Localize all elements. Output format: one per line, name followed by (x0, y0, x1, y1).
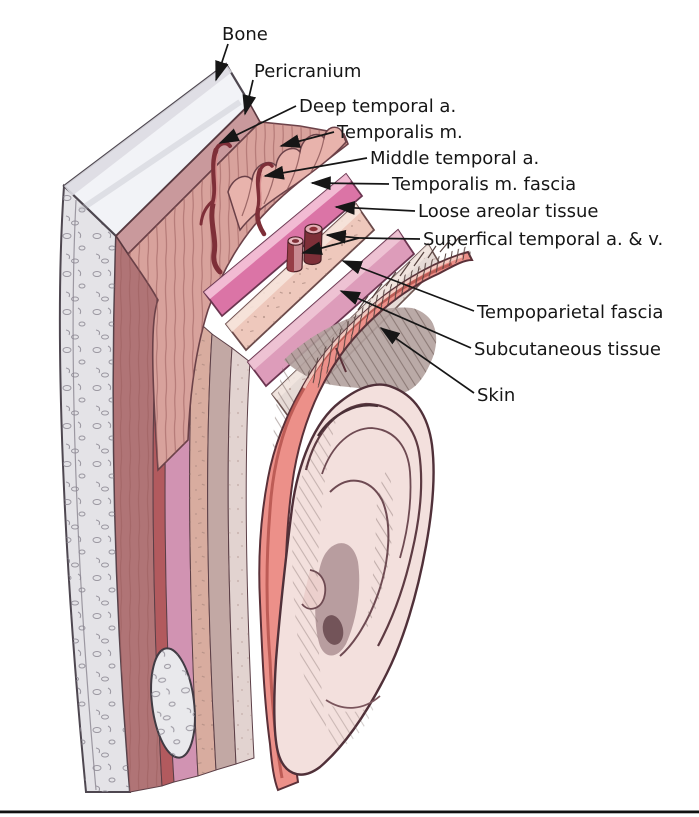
deep-temporal-artery-main (209, 147, 223, 275)
temporalis-fascia-face (202, 172, 364, 318)
leader-tempoparietal-fascia (341, 260, 475, 312)
skin-hair-fringe (306, 246, 472, 388)
leader-skin (379, 327, 475, 394)
ear-lobe-shading (328, 702, 376, 750)
middle-temporal-artery-vessel (255, 162, 274, 237)
deep-temporal-artery-highlight (214, 153, 219, 205)
ear-helix-inner-edge (321, 427, 412, 559)
middle-temporal-artery-hook (258, 162, 274, 172)
leader-bone (215, 43, 229, 82)
stripe-muscle-fibers (113, 236, 162, 792)
bone-shaft-column (58, 183, 132, 793)
ear-scapha-shading (364, 468, 394, 634)
leader-middle-temporal-artery (263, 157, 368, 180)
label-subcutaneous: Subcutaneous tissue (474, 339, 661, 360)
bone-shaft-inner-edge (72, 199, 97, 791)
ear-group (273, 383, 435, 776)
leader-temporalis-muscle (279, 131, 335, 148)
vessel-tube-front-lumen (291, 239, 300, 243)
vessel-tube-back-body (303, 229, 323, 266)
oval-texture (151, 648, 195, 758)
bone-slab-top-bevel (64, 64, 232, 196)
bottom-border-rule (0, 810, 699, 814)
ear-front-shading (292, 412, 338, 738)
label-pericranium: Pericranium (254, 61, 361, 82)
temporalis-fascia-group (202, 172, 364, 318)
temporalis-fascia-top-edge (204, 174, 351, 299)
vessel-tube-front-shade (287, 242, 294, 273)
deep-temporal-artery-branch (199, 198, 216, 226)
ear-canal-shadow (322, 615, 344, 645)
bone-slab-shading (78, 99, 242, 213)
skin-layer-group (258, 235, 474, 792)
column-oval-structure (150, 647, 196, 759)
temporalis-muscle-group (126, 121, 349, 472)
label-deep-temporal-artery: Deep temporal a. (299, 96, 456, 117)
leader-subcutaneous (339, 290, 472, 349)
leader-pericranium (242, 79, 257, 116)
ear-lobe-crease (325, 695, 381, 709)
bone-shaft-texture (59, 186, 130, 792)
label-temporalis-fascia: Temporalis m. fascia (391, 174, 576, 195)
leader-superficial-vessels-main (358, 237, 421, 240)
leader-deep-temporal-artery (218, 105, 297, 144)
stripe-tan-dots (189, 318, 216, 776)
vessel-tube-back-lumen (309, 226, 318, 232)
middle-temporal-artery-highlight (259, 173, 263, 209)
stripe-pale-dots (228, 348, 254, 764)
leader-superficial-vessels-branch-b (301, 237, 360, 255)
label-tempoparietal-fascia: Tempoparietal fascia (476, 302, 663, 323)
temporalis-muscle-fibers (128, 122, 348, 470)
middle-temporal-artery-main (255, 167, 267, 237)
ear-upper-fold (316, 404, 379, 437)
leader-superficial-vessels-branch-a (325, 229, 360, 244)
leader-lines (215, 43, 475, 394)
label-temporalis-muscle: Temporalis m. (336, 122, 463, 143)
leader-temporalis-fascia (310, 176, 390, 191)
label-superficial-vessels: Superfical temporal a. & v. (423, 229, 663, 250)
label-loose-areolar: Loose areolar tissue (418, 201, 598, 222)
label-bone: Bone (222, 24, 268, 45)
label-middle-temporal-artery: Middle temporal a. (370, 148, 539, 169)
label-skin: Skin (477, 385, 515, 406)
labels: Bone Pericranium Deep temporal a. Tempor… (222, 24, 663, 406)
leader-loose-areolar (334, 201, 416, 215)
tempoparietal-fascia-top-edge (248, 230, 403, 370)
